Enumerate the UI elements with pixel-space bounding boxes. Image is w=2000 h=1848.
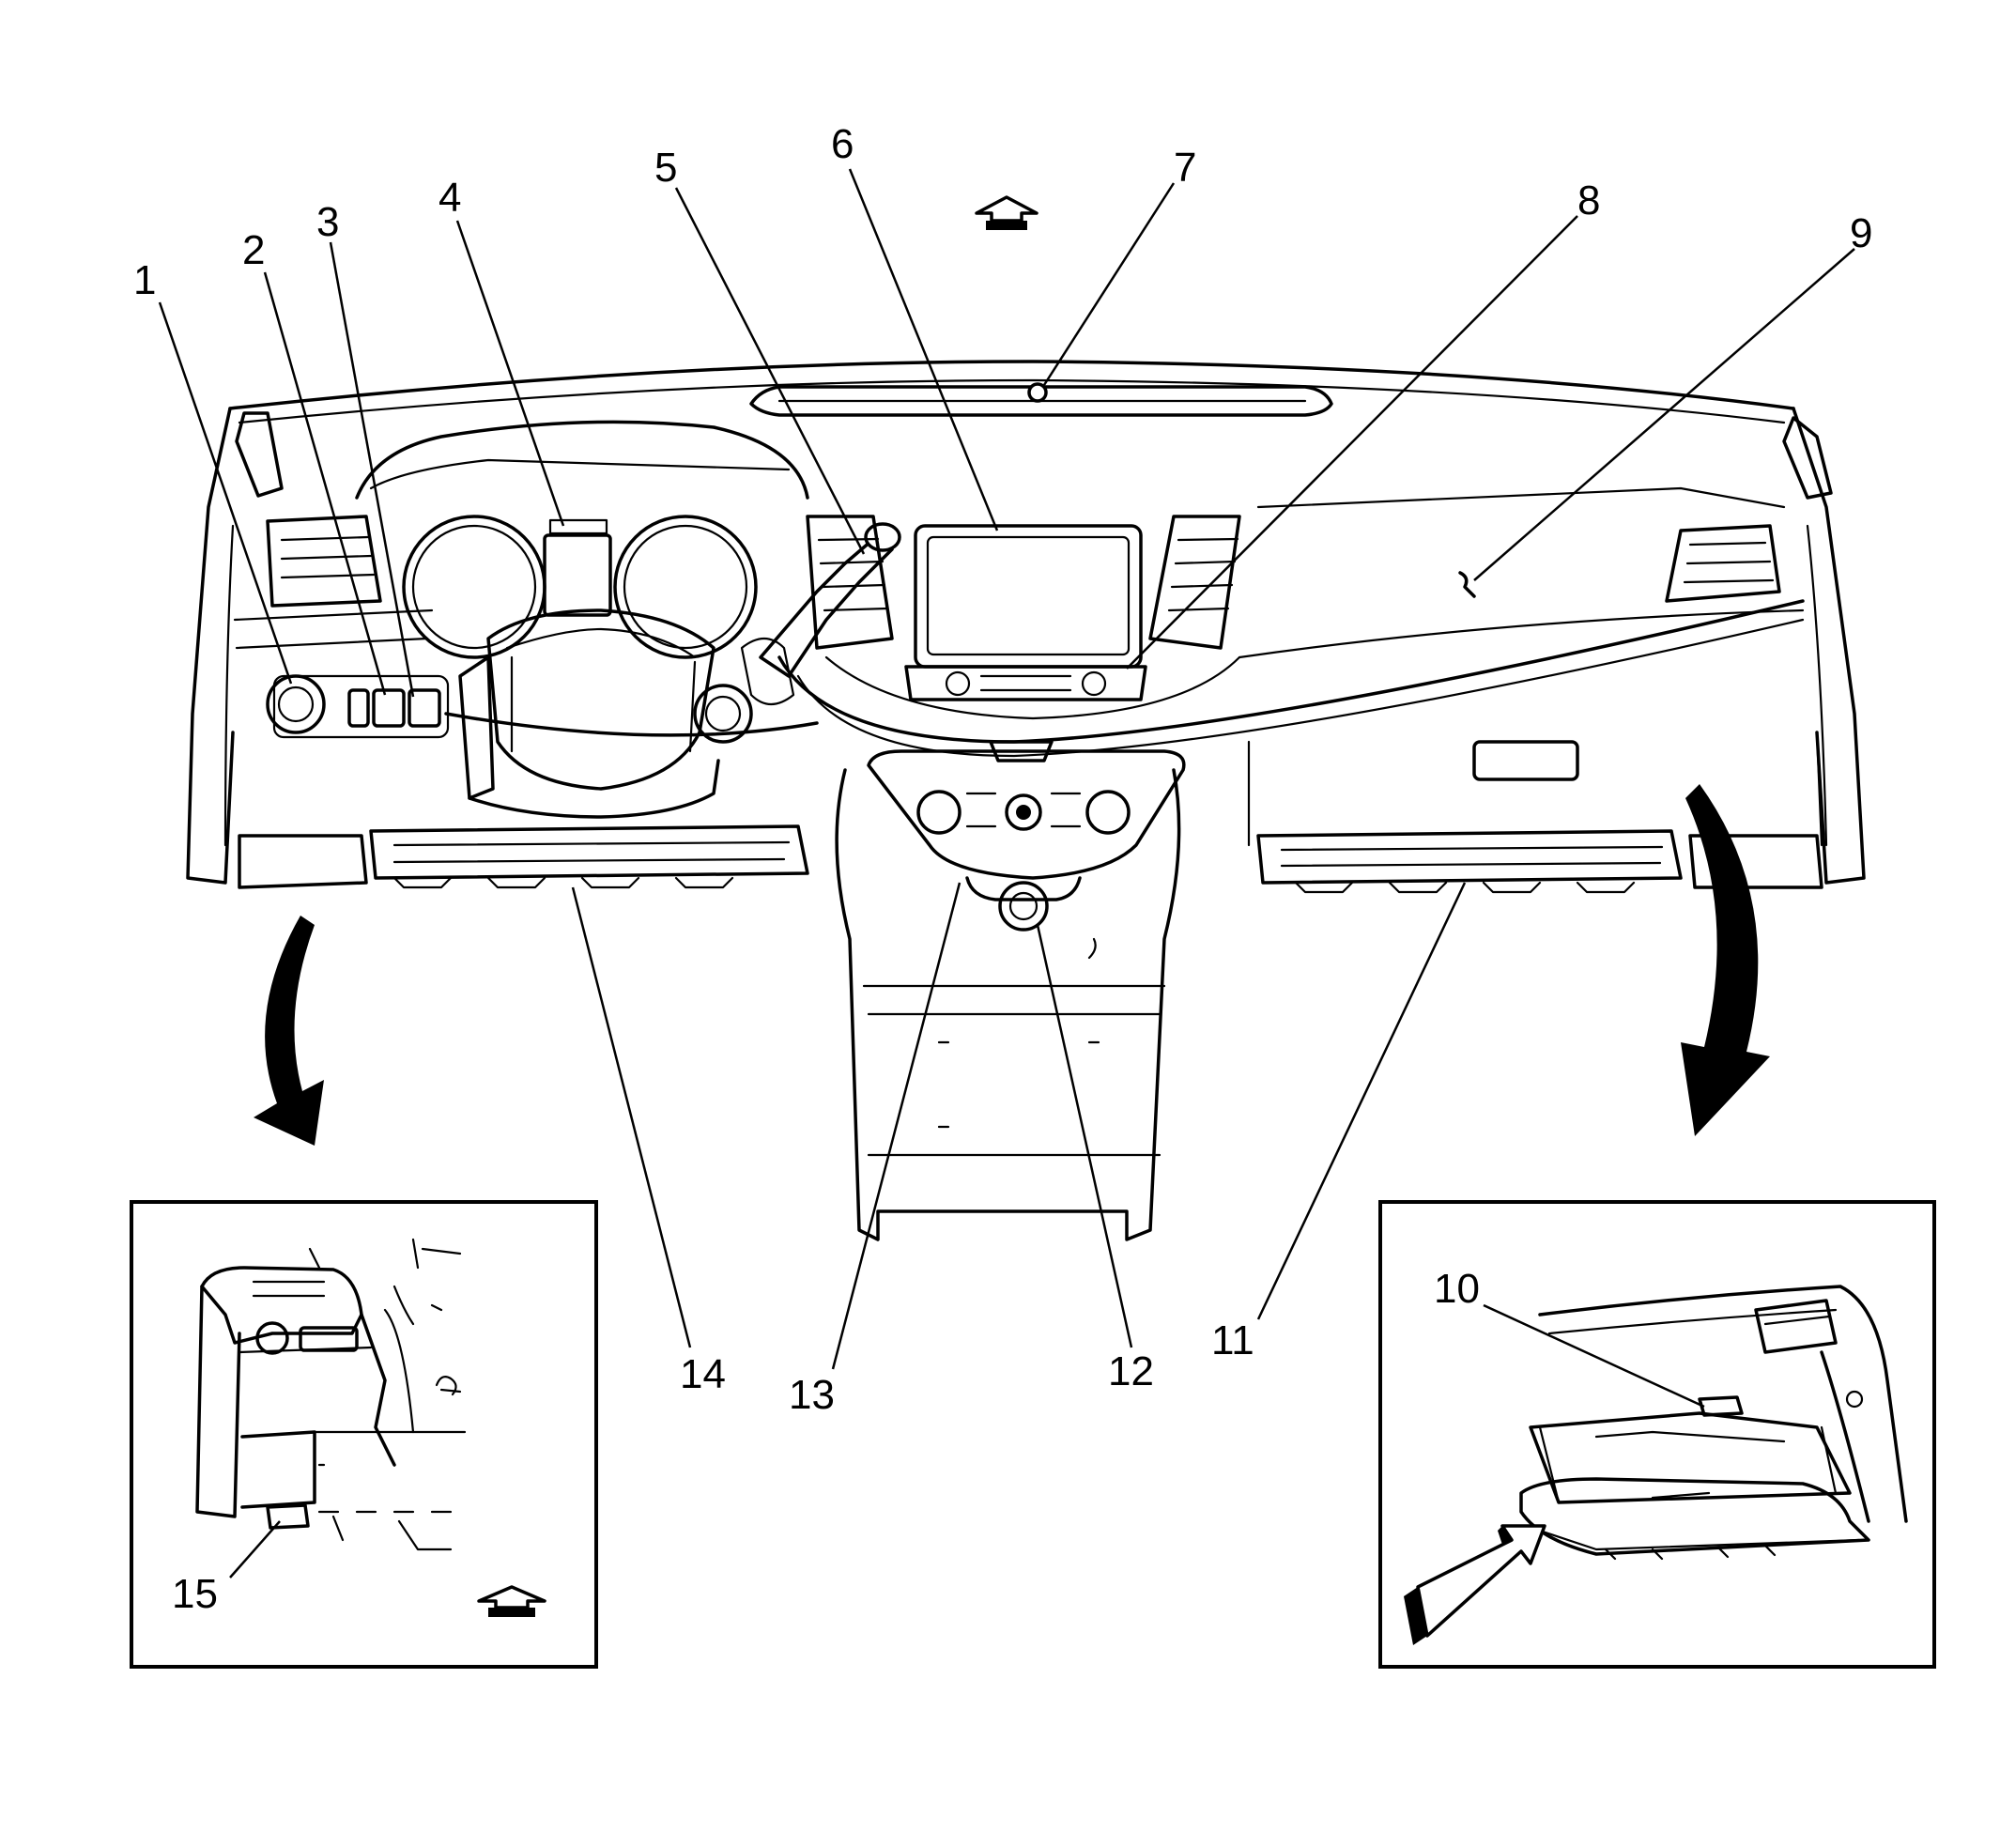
callout-3: 3 bbox=[316, 199, 339, 245]
callout-7: 7 bbox=[1174, 145, 1196, 191]
callout-1: 1 bbox=[133, 257, 156, 303]
left-inset-view bbox=[130, 1200, 598, 1669]
callout-9: 9 bbox=[1850, 210, 1872, 256]
view-direction-arrow-icon bbox=[1404, 1524, 1546, 1645]
front-direction-arrow-icon bbox=[477, 1585, 546, 1617]
front-direction-arrow-icon bbox=[975, 195, 1038, 230]
callout-15: 15 bbox=[172, 1571, 218, 1617]
callout-11: 11 bbox=[1211, 1317, 1254, 1363]
callout-5: 5 bbox=[654, 145, 677, 191]
callout-8: 8 bbox=[1577, 177, 1600, 223]
callout-13: 13 bbox=[789, 1372, 835, 1418]
rotate-arrow-icon bbox=[1681, 784, 1770, 1136]
callout-4: 4 bbox=[438, 175, 461, 221]
callout-14: 14 bbox=[680, 1351, 726, 1397]
instrument-panel bbox=[186, 360, 1866, 1241]
callout-12: 12 bbox=[1108, 1348, 1154, 1394]
leader-lines bbox=[158, 168, 1855, 1578]
callout-6: 6 bbox=[831, 121, 854, 167]
callout-10: 10 bbox=[1434, 1266, 1480, 1312]
right-inset-view bbox=[1378, 1200, 1936, 1669]
callout-2: 2 bbox=[242, 227, 265, 273]
callout-labels: 1 2 3 4 5 6 7 8 9 10 11 12 13 14 15 bbox=[133, 121, 1872, 1617]
rotate-arrow-icon bbox=[254, 916, 324, 1146]
